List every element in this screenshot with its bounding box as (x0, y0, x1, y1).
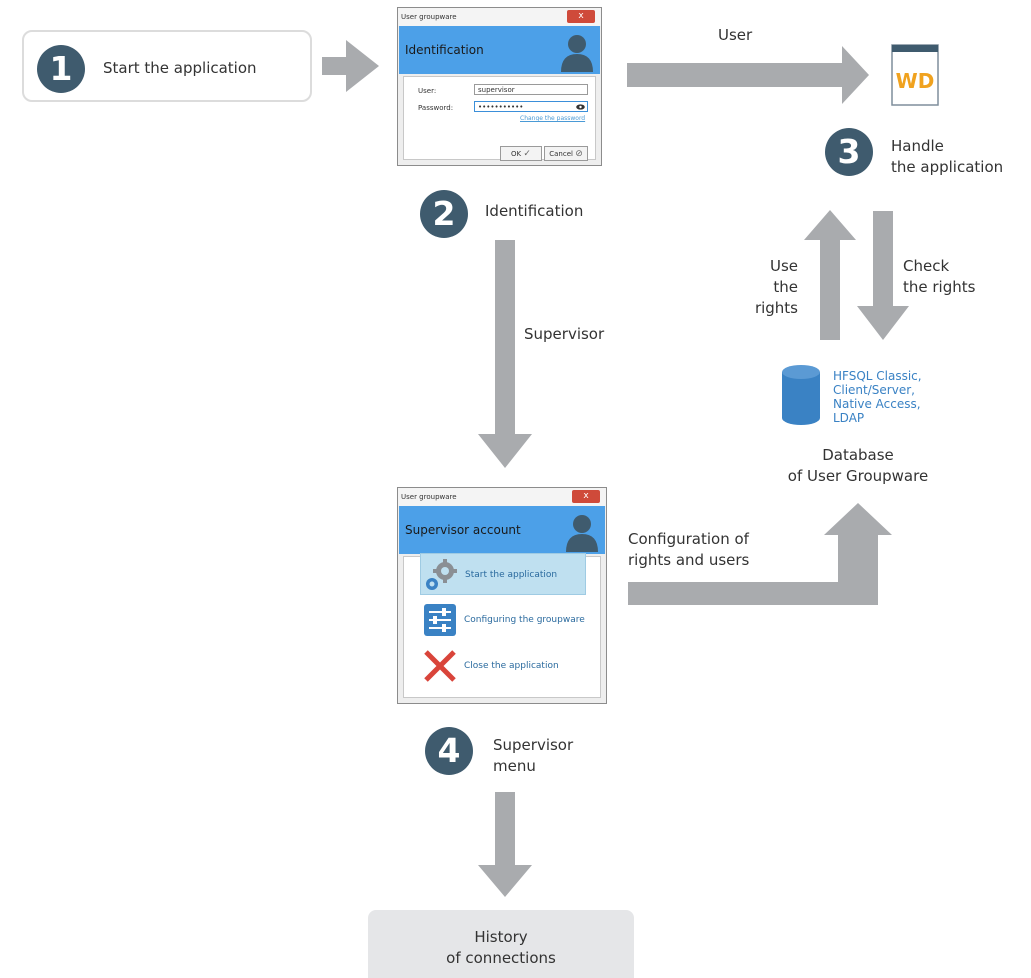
wd-application-icon: WD (891, 44, 939, 106)
login-close-button[interactable]: x (567, 10, 595, 23)
step-2-badge: 2 (420, 190, 468, 238)
menu-item-label: Close the application (464, 661, 559, 671)
gears-icon (426, 559, 457, 590)
login-window-title: User groupware (398, 8, 601, 26)
menu-item-configure-groupware[interactable]: Configuring the groupware (420, 599, 586, 641)
step-4-badge: 4 (425, 727, 473, 775)
password-value: ••••••••••• (478, 103, 524, 111)
database-icon (782, 365, 820, 425)
user-arrow-label: User (718, 26, 753, 44)
step-2-label: Identification (485, 202, 584, 220)
login-form: User: supervisor Password: ••••••••••• C… (403, 76, 596, 161)
cancel-label: Cancel (549, 150, 573, 158)
step-3-badge: 3 (825, 128, 873, 176)
login-header-title: Identification (405, 43, 484, 57)
ok-button[interactable]: OK ✓ (500, 146, 542, 161)
password-field[interactable]: ••••••••••• (474, 101, 588, 112)
supervisor-close-button[interactable]: x (572, 490, 600, 503)
cancel-button[interactable]: Cancel ⊘ (544, 146, 588, 161)
password-label: Password: (418, 104, 454, 112)
step-3-label: Handle the application (891, 137, 1004, 176)
arrow-start-to-login (322, 40, 379, 92)
close-x-icon (424, 650, 456, 682)
check-rights-label: Check the rights (903, 257, 976, 296)
menu-item-label: Configuring the groupware (464, 615, 585, 625)
supervisor-menu: Start the application Configuring the gr… (403, 553, 601, 698)
config-arrow-label: Configuration of rights and users (628, 530, 750, 569)
user-avatar-icon (561, 35, 593, 72)
wd-logo-text: WD (896, 69, 935, 93)
menu-item-start-application[interactable]: Start the application (420, 553, 586, 595)
history-of-connections: History of connections (368, 910, 634, 978)
check-icon: ✓ (523, 149, 531, 159)
supervisor-arrow-label: Supervisor (524, 325, 605, 343)
step-1-label: Start the application (103, 59, 257, 77)
cancel-icon: ⊘ (575, 149, 583, 159)
step-4-label: Supervisor menu (493, 736, 574, 775)
supervisor-window-title: User groupware (398, 488, 606, 506)
ok-label: OK (511, 150, 522, 158)
supervisor-avatar-icon (566, 515, 598, 552)
menu-item-label: Start the application (465, 570, 558, 580)
login-window: User groupware x Identification User: su… (397, 7, 602, 166)
supervisor-header-title: Supervisor account (405, 523, 521, 537)
arrow-to-history (478, 792, 532, 897)
arrow-config (628, 503, 892, 605)
use-rights-label: Use the rights (754, 257, 798, 317)
supervisor-window: User groupware x Supervisor account Star… (397, 487, 607, 704)
user-label: User: (418, 87, 437, 95)
history-label: History of connections (446, 928, 556, 967)
step-1-badge: 1 (37, 45, 85, 93)
eye-icon[interactable] (576, 104, 585, 110)
menu-item-close-application[interactable]: Close the application (420, 645, 586, 687)
arrow-user (627, 46, 869, 104)
database-types: HFSQL Classic, Client/Server, Native Acc… (833, 369, 922, 425)
arrow-use-rights (804, 210, 856, 340)
database-caption: Database of User Groupware (787, 446, 929, 485)
arrow-supervisor (478, 240, 532, 468)
user-field[interactable]: supervisor (474, 84, 588, 95)
arrow-check-rights (857, 211, 909, 340)
change-password-link[interactable]: Change the password (520, 115, 586, 122)
supervisor-header: Supervisor account (399, 506, 605, 554)
login-header: Identification (399, 26, 600, 74)
sliders-icon (424, 604, 456, 636)
